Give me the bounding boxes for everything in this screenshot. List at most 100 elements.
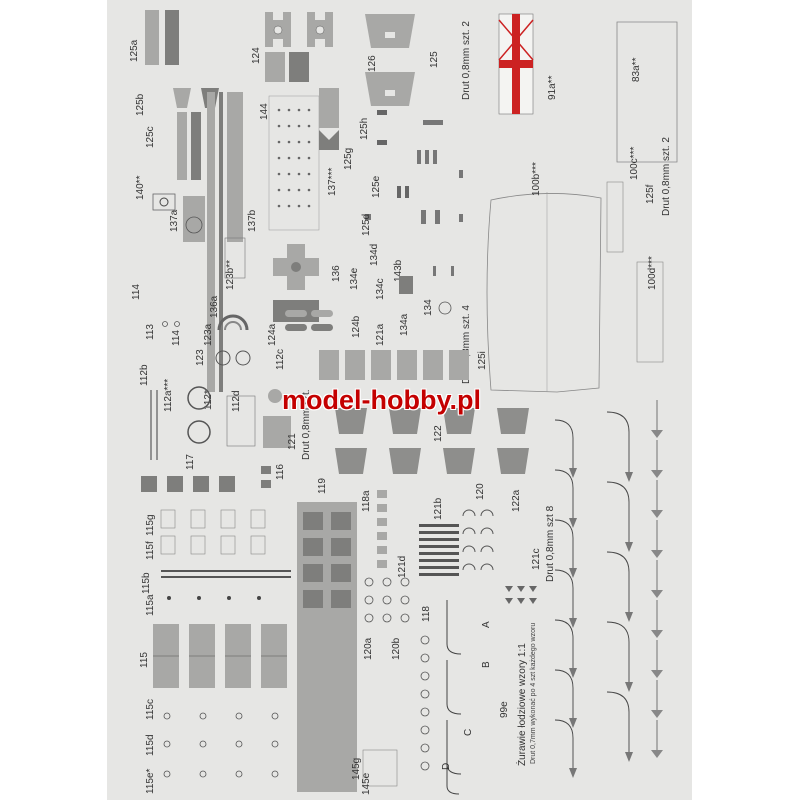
part-114-ring (174, 321, 180, 327)
label-wire-2a: Drut 0,8mm szt. 2 (461, 21, 472, 100)
label-B: B (481, 661, 492, 668)
part-124-base (265, 52, 285, 82)
part-124a (285, 310, 307, 317)
label-123a: 123a (203, 323, 214, 346)
label-126: 126 (367, 55, 378, 72)
label-134d: 134d (369, 244, 380, 266)
label-123b: 123b** (225, 260, 236, 290)
label-wire-8: Drut 0,8mm szt 8 (545, 505, 556, 582)
label-125i: 125i (477, 351, 488, 370)
label-136a: 136a (209, 295, 220, 318)
part-118-rings (420, 635, 430, 771)
part-tiny-cluster (417, 120, 463, 276)
label-118: 118 (421, 606, 432, 622)
label-115d: 115d (145, 734, 156, 756)
part-122a-arrows (505, 586, 537, 604)
part-143b (399, 276, 413, 294)
watermark-text: model-hobby.pl (282, 385, 481, 415)
part-140-ring (159, 197, 169, 207)
label-140: 140** (135, 175, 146, 200)
label-122a: 122a (511, 489, 522, 512)
part-126-window (385, 90, 395, 96)
label-121a: 121a (375, 323, 386, 346)
label-112b: 112b (139, 364, 150, 386)
part-112c-block (263, 416, 291, 448)
part-83a (616, 21, 678, 163)
label-125e: 125e (371, 175, 382, 198)
part-112-ring (187, 386, 211, 410)
label-120a: 120a (363, 637, 374, 660)
part-137b-strip (227, 92, 243, 242)
label-125b: 125b (135, 93, 146, 116)
label-137b: 137b (247, 209, 258, 232)
part-100c (606, 181, 624, 253)
part-115f-frames (160, 509, 266, 555)
part-124a (311, 310, 333, 317)
part-116 (261, 480, 271, 488)
part-121a-row (319, 350, 469, 380)
part-112-ring (187, 420, 211, 444)
part-140 (152, 193, 176, 211)
part-100b (486, 193, 602, 393)
part-119-frames (303, 512, 351, 608)
parts-sheet-drawing: 125a 124 126 125 Drut 0,8mm szt. 2 91a**… (129, 10, 678, 795)
label-wire-4: Drut 0,8mm szt. 4 (461, 305, 472, 384)
part-118a-column (377, 490, 387, 568)
part-125c-strip (191, 112, 201, 180)
part-115a-dots (167, 596, 261, 600)
label-122: 122 (433, 425, 444, 442)
part-124-base (289, 52, 309, 82)
part-115b-strips (161, 570, 291, 578)
label-112a: 112a*** (163, 379, 174, 412)
label-112d: 112d (231, 390, 242, 412)
label-100b: 100b*** (531, 162, 542, 196)
label-125f: 125f (645, 184, 656, 204)
label-125g: 125g (343, 148, 354, 170)
label-143b: 143b (393, 259, 404, 282)
label-116: 116 (275, 464, 286, 480)
part-114-ring (162, 321, 168, 327)
label-C: C (463, 729, 474, 736)
part-123-ring (235, 350, 251, 366)
label-121b: 121b (433, 497, 444, 520)
part-right-cones (651, 430, 663, 758)
part-144-grid (268, 95, 320, 231)
part-small (365, 214, 371, 220)
label-115e: 115e* (145, 768, 156, 794)
part-145g (362, 749, 398, 787)
label-davits-note: Drut 0,7mm wykonać po 4 szt każdego wzor… (530, 623, 537, 764)
part-134-ring (438, 301, 452, 315)
label-144: 144 (259, 103, 270, 120)
part-120-semicircles (462, 509, 494, 571)
label-117: 117 (185, 454, 196, 470)
part-small (377, 110, 387, 115)
label-83a: 83a** (631, 57, 642, 82)
label-D: D (441, 763, 452, 770)
part-123b (224, 237, 246, 279)
part-123a-arc (224, 321, 242, 331)
part-strip (219, 92, 223, 392)
label-119: 119 (317, 478, 328, 494)
label-134a: 134a (399, 313, 410, 336)
label-125c: 125c (145, 126, 156, 148)
label-112: 112* (203, 390, 214, 410)
label-A: A (481, 621, 492, 628)
label-136: 136 (331, 265, 342, 282)
label-124b: 124b (351, 315, 362, 338)
part-125h-zigzag (319, 130, 339, 150)
part-137a (183, 196, 205, 242)
part-flag (498, 13, 534, 115)
label-125a: 125a (129, 39, 140, 62)
label-100d: 100d*** (647, 256, 658, 290)
label-125d: 125d (361, 214, 372, 236)
part-small (397, 186, 401, 198)
part-122-chocks (335, 408, 529, 474)
label-114a: 114 (131, 284, 142, 300)
label-121c: 121c (531, 548, 542, 570)
label-115f: 115f (145, 541, 156, 560)
label-123: 123 (195, 349, 206, 366)
part-125a-strip (145, 10, 159, 65)
label-121d: 121d (397, 556, 408, 578)
part-115-squares (141, 476, 235, 492)
part-124a (285, 324, 307, 331)
